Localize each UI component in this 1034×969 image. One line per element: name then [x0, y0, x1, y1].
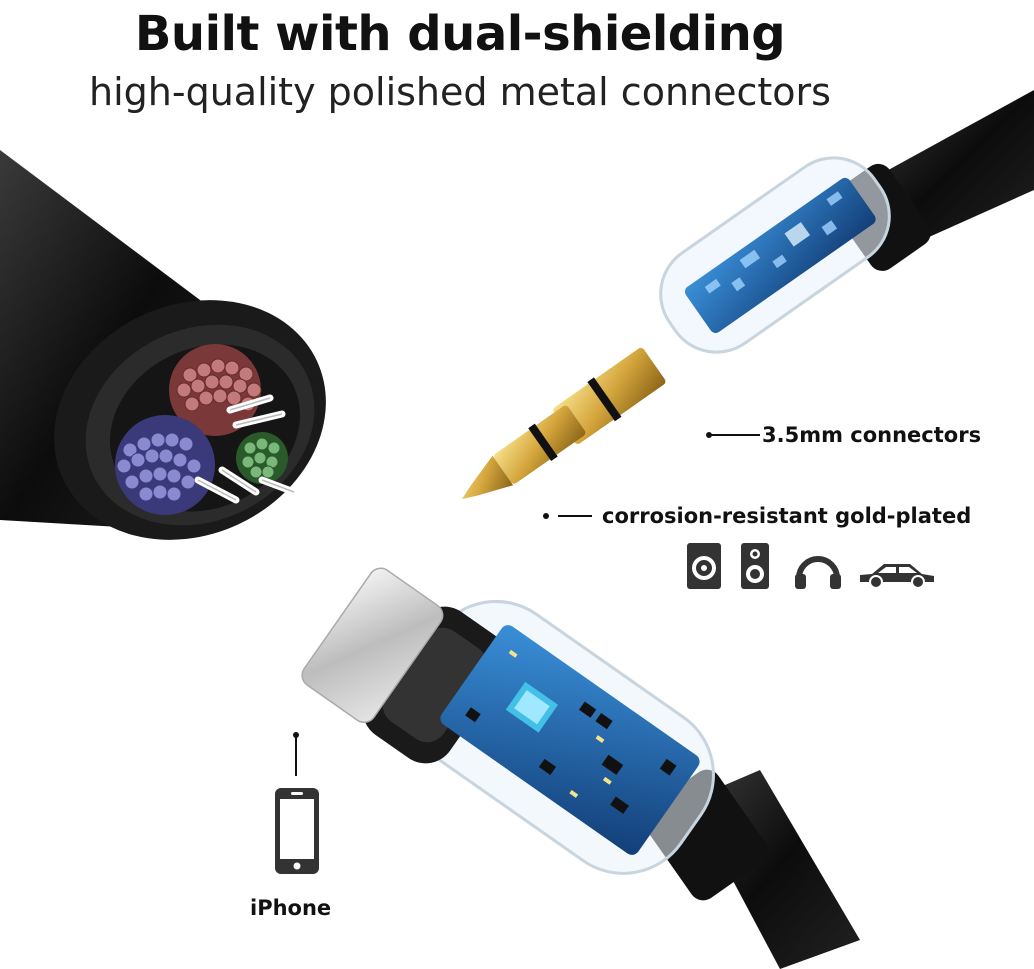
- speaker-icon: [687, 543, 721, 589]
- phone-icon: [275, 788, 319, 874]
- gold-plated-label: corrosion-resistant gold-plated: [544, 504, 971, 528]
- headline-subtitle: high-quality polished metal connectors: [89, 70, 831, 114]
- aux-jack-connector: [461, 90, 1034, 500]
- loudspeaker-icon: [741, 543, 769, 589]
- red-wire-bundle: [169, 344, 262, 436]
- lightning-connector: [301, 567, 860, 969]
- callout-leader: [710, 434, 760, 436]
- callout-dot: [706, 432, 712, 438]
- iphone-label: iPhone: [250, 896, 332, 920]
- callout-leader: [558, 515, 592, 517]
- car-icon: [860, 564, 934, 589]
- gold-plated-text: corrosion-resistant gold-plated: [602, 504, 972, 528]
- headphones-icon: [795, 556, 841, 589]
- cable-cross-section: [0, 150, 326, 540]
- blue-wire-bundle: [115, 415, 215, 515]
- green-wire-bundle: [236, 432, 288, 484]
- headline-title: Built with dual-shielding: [134, 6, 786, 62]
- callout-dot: [543, 513, 549, 519]
- callout-leader: [295, 736, 297, 776]
- connector-35mm-text: 3.5mm connectors: [762, 423, 982, 447]
- callout-dot: [293, 732, 299, 738]
- connector-35mm-label: 3.5mm connectors: [708, 423, 981, 447]
